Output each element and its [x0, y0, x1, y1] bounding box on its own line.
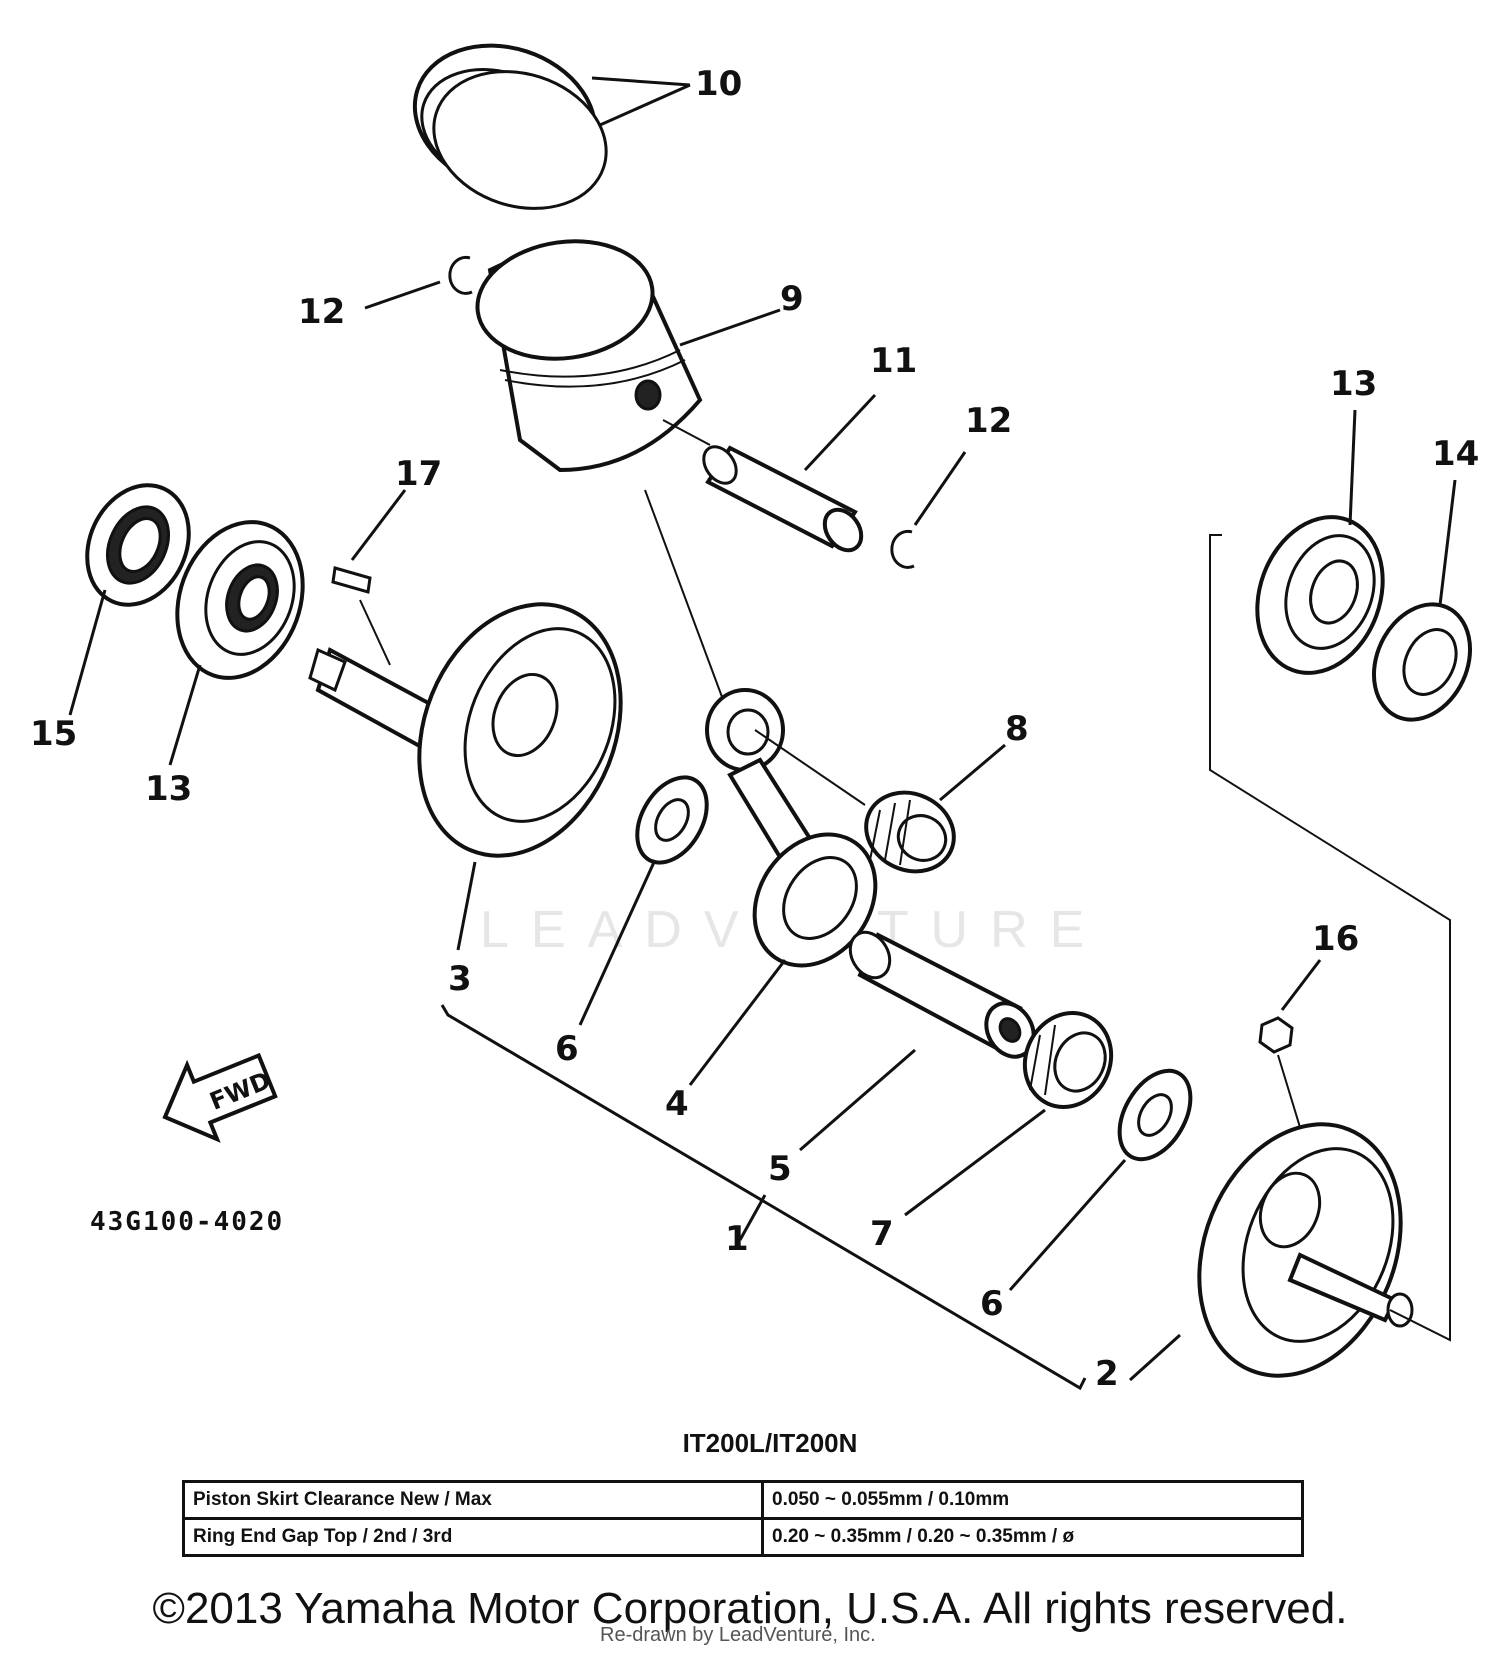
spec-value: 0.050 ~ 0.055mm / 0.10mm: [761, 1480, 1304, 1520]
callout-11: 11: [870, 341, 917, 381]
oil-seal-right-part: [1371, 479, 1473, 722]
piston-rings-part: [412, 43, 691, 210]
callout-13-left: 13: [145, 769, 192, 809]
spec-title: IT200L/IT200N: [682, 1428, 858, 1458]
callout-12-upper: 12: [298, 292, 345, 332]
crank-half-right-part: [1128, 1122, 1414, 1382]
copyright-notice: ©2013 Yamaha Motor Corporation, U.S.A. A…: [152, 1584, 1348, 1633]
callout-3: 3: [448, 959, 472, 999]
connecting-rod-part: [688, 688, 878, 1086]
key-part: [331, 489, 407, 666]
bearing-left-part: [168, 520, 305, 766]
callout-1: 1: [725, 1219, 749, 1259]
diagram-code: 43G100-4020: [90, 1207, 284, 1237]
callout-17: 17: [395, 454, 442, 494]
callout-12-lower: 12: [965, 401, 1012, 441]
oil-seal-left-part: [68, 483, 191, 716]
callout-4: 4: [665, 1084, 689, 1124]
spec-table: Piston Skirt Clearance New / Max 0.050 ~…: [182, 1480, 1304, 1557]
spec-label: Ring End Gap Top / 2nd / 3rd: [182, 1517, 764, 1557]
fwd-arrow-icon: FWD: [162, 1052, 278, 1143]
callout-2: 2: [1095, 1354, 1119, 1394]
bearing-right-part: [1255, 409, 1385, 675]
callout-16: 16: [1312, 919, 1359, 959]
circlip-lower-part: [890, 451, 967, 569]
spec-label: Piston Skirt Clearance New / Max: [182, 1480, 764, 1520]
callout-14: 14: [1432, 434, 1479, 474]
small-end-bearing-part: [864, 743, 1006, 874]
callout-6-upper: 6: [555, 1029, 579, 1069]
big-end-bearing-part: [904, 1011, 1114, 1217]
callout-6-lower: 6: [980, 1284, 1004, 1324]
crank-half-left-part: [308, 602, 623, 951]
callout-15: 15: [30, 714, 77, 754]
credit-text: Re-drawn by LeadVenture, Inc.: [600, 1624, 876, 1646]
spec-value: 0.20 ~ 0.35mm / 0.20 ~ 0.35mm / ø: [761, 1517, 1304, 1557]
callout-13-right: 13: [1330, 364, 1377, 404]
callout-8: 8: [1005, 709, 1029, 749]
callout-10: 10: [695, 64, 742, 104]
thrust-washer-lower-part: [1008, 1068, 1193, 1291]
spec-row: Piston Skirt Clearance New / Max 0.050 ~…: [182, 1480, 1304, 1520]
crank-pin-part: [799, 930, 1036, 1152]
circlip-upper-part: [364, 255, 473, 310]
callout-9: 9: [780, 279, 804, 319]
callout-7: 7: [870, 1214, 894, 1254]
spec-row: Ring End Gap Top / 2nd / 3rd 0.20 ~ 0.35…: [182, 1517, 1304, 1557]
piston-pin-part: [702, 393, 877, 553]
piston-part: [475, 239, 781, 473]
callout-5: 5: [768, 1149, 792, 1189]
thrust-washer-upper-part: [578, 775, 709, 1026]
